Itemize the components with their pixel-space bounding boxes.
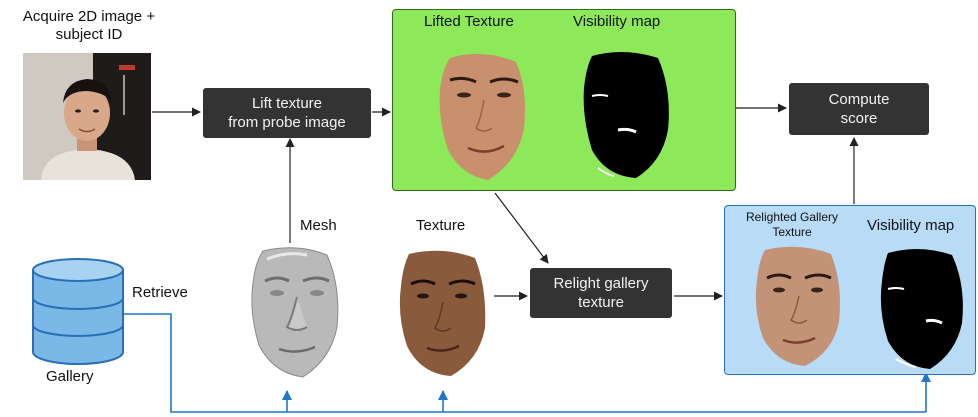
lifted-texture-face xyxy=(432,50,532,190)
relighted-label-line2: Texture xyxy=(772,225,812,239)
relight-gallery-line2: texture xyxy=(578,294,624,311)
visibility-map-bottom-graphic xyxy=(880,248,963,369)
acquire-label-line1: Acquire 2D image + xyxy=(22,8,156,25)
retrieve-label: Retrieve xyxy=(132,284,188,301)
probe-photo xyxy=(23,53,151,180)
database-graphic xyxy=(32,258,124,365)
compute-score-line2: score xyxy=(840,110,878,127)
acquire-label: Acquire 2D image + subject ID xyxy=(0,8,178,44)
probe-photo-graphic xyxy=(23,53,151,180)
relighted-label-line1: Relighted Gallery xyxy=(745,210,839,224)
mesh-label: Mesh xyxy=(300,217,337,234)
relighted-gallery-label: Relighted Gallery Texture xyxy=(732,210,852,240)
compute-score-line1: Compute xyxy=(828,91,890,108)
relighted-face-graphic xyxy=(755,246,840,366)
gallery-flow-line xyxy=(123,313,926,413)
visibility-map-top-label: Visibility map xyxy=(573,13,661,30)
gallery-label: Gallery xyxy=(46,368,94,385)
mesh-face-graphic xyxy=(251,247,339,378)
lift-texture-line1: Lift texture xyxy=(251,95,323,112)
relight-gallery-line1: Relight gallery xyxy=(553,275,649,292)
gallery-texture-face xyxy=(395,248,491,385)
gallery-texture-graphic xyxy=(399,250,486,376)
gallery-database-icon xyxy=(30,258,126,373)
texture-label: Texture xyxy=(416,217,466,234)
mesh-face xyxy=(247,245,343,385)
lifted-texture-label: Lifted Texture xyxy=(424,13,514,30)
compute-score-box: Compute score xyxy=(789,83,929,135)
visibility-map-top xyxy=(578,50,674,187)
lifted-face-graphic xyxy=(439,53,525,181)
visibility-map-bottom xyxy=(876,247,968,377)
visibility-map-top-graphic xyxy=(583,51,669,179)
acquire-label-line2: subject ID xyxy=(55,26,123,43)
relighted-texture-face xyxy=(751,244,847,374)
arrow-lifted-to-relight xyxy=(494,192,549,264)
visibility-map-bottom-label: Visibility map xyxy=(867,217,955,234)
lift-texture-box: Lift texture from probe image xyxy=(203,88,371,138)
relight-gallery-box: Relight gallery texture xyxy=(530,268,672,318)
lift-texture-line2: from probe image xyxy=(228,114,346,131)
